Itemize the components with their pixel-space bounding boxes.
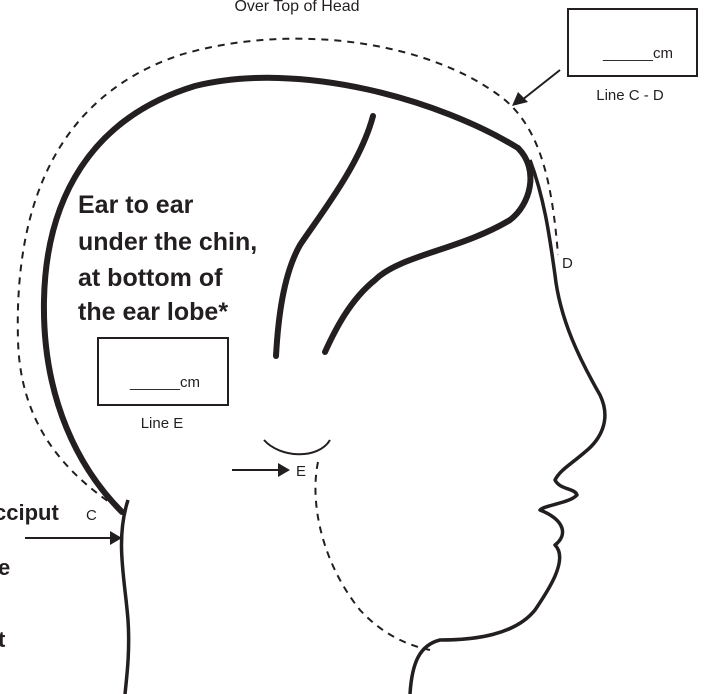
instruction-text: Ear to ear under the chin, at bottom of … bbox=[78, 191, 264, 326]
head-crease-line bbox=[276, 116, 373, 356]
occiput-partial-label: cciput bbox=[0, 500, 59, 525]
point-c-label: C bbox=[86, 507, 97, 524]
ear-lobe-arc bbox=[264, 440, 330, 454]
line-cd-value-field[interactable]: ______cm bbox=[602, 45, 673, 62]
neck-back-line bbox=[121, 500, 128, 694]
line-cd-caption: Line C - D bbox=[596, 87, 664, 104]
point-e-label: E bbox=[296, 463, 306, 480]
line-cd-arrow-head bbox=[512, 92, 528, 106]
point-e-arrow-head bbox=[278, 463, 290, 477]
face-profile-line bbox=[410, 160, 605, 694]
line-cd-arrow-shaft bbox=[522, 70, 560, 100]
instruction-line-1: Ear to ear bbox=[78, 191, 194, 219]
line-cd-measurement-box[interactable] bbox=[568, 9, 697, 76]
hat-brim-line bbox=[325, 148, 530, 352]
cut-off-text-line-3: t bbox=[0, 627, 6, 652]
cut-off-text-line-2: e bbox=[0, 555, 10, 580]
line-e-measurement-box[interactable] bbox=[98, 338, 228, 405]
instruction-line-4: the ear lobe* bbox=[78, 298, 228, 326]
line-e-dashed bbox=[315, 462, 430, 650]
instruction-line-2: under the chin, bbox=[78, 228, 257, 256]
over-top-of-head-label: Over Top of Head bbox=[234, 0, 359, 15]
line-e-caption: Line E bbox=[141, 415, 184, 432]
line-e-value-field[interactable]: ______cm bbox=[129, 374, 200, 391]
instruction-line-3: at bottom of bbox=[78, 264, 223, 292]
point-d-label: D bbox=[562, 255, 573, 272]
